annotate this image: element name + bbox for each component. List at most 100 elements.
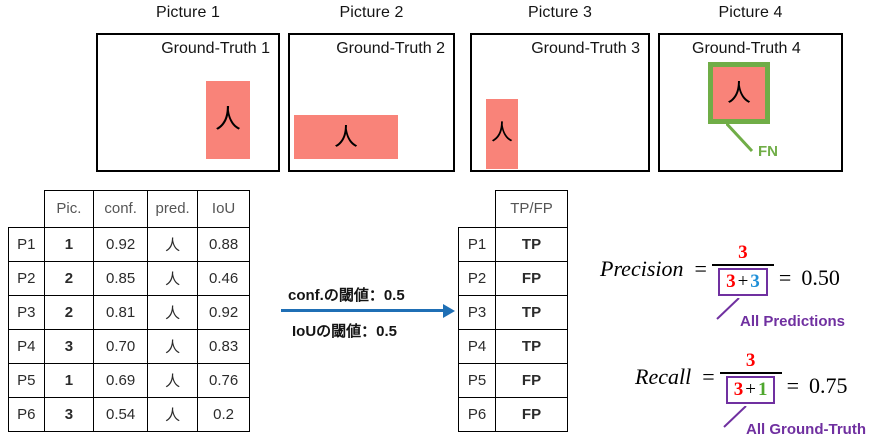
recall-equals: = [702,364,715,390]
picture-panel-3: Ground-Truth 3 人 [470,33,650,172]
recall-label: Recall [635,364,692,390]
cell-pred: 人 [147,328,199,364]
precision-den-right: 3 [750,270,760,292]
precision-den-left: 3 [726,270,736,292]
fn-leader-line-svg [724,121,754,153]
person-glyph: 人 [490,121,513,146]
cell-pic: 1 [43,226,95,262]
recall-formula: Recall = 3 3+1 = 0.75 [635,351,848,404]
table-row: P6 FP [458,396,568,432]
cell-pred: 人 [147,396,199,432]
cell-pic: 2 [43,294,95,330]
cell-pic: 3 [43,396,95,432]
recall-annotation-line [722,405,748,428]
table-row: P6 3 0.54 人 0.2 [8,396,250,432]
table-row: P1 TP [458,226,568,262]
picture-title-4: Picture 4 [718,4,783,21]
precision-label: Precision [600,256,684,282]
recall-result: 0.75 [809,373,848,398]
recall-den-left: 3 [733,378,744,400]
precision-annotation-line [715,297,741,320]
ground-truth-label-1: Ground-Truth 1 [161,40,270,57]
recall-denominator: 3+1 [725,375,776,404]
row-label: P2 [8,260,45,296]
cell-conf: 0.70 [93,328,149,364]
cell-pic: 1 [43,362,95,398]
table-header-iou: IoU [197,190,250,228]
ground-truth-outline-4 [708,62,770,124]
cell-result: TP [495,328,568,364]
precision-annotation: All Predictions [740,313,846,330]
precision-fraction: 3 3+3 [711,242,774,296]
row-label: P1 [458,226,496,262]
precision-numerator: 3 [738,242,748,263]
precision-equals: = [694,256,707,282]
ground-truth-label-2: Ground-Truth 2 [336,40,445,57]
table-row: P5 1 0.69 人 0.76 [8,362,250,398]
precision-annotation-line-svg [716,297,740,320]
cell-pic: 3 [43,328,95,364]
conf-threshold-text: conf.の閾値：0.5 [288,287,405,304]
row-label: P5 [8,362,45,398]
table-header-row: TP/FP [459,190,568,228]
cell-iou: 0.46 [197,260,250,296]
cell-result: FP [495,362,568,398]
recall-den-plus: + [745,378,756,400]
picture-title-3: Picture 3 [527,4,593,21]
table-header-tpfp: TP/FP [495,190,568,228]
cell-result: TP [495,294,568,330]
precision-denominator: 3+3 [718,267,768,296]
recall-fraction-bar [719,371,782,374]
iou-threshold-text: IoUの閾値：0.5 [292,323,398,340]
row-label: P6 [458,396,496,432]
ground-truth-box-2: 人 [294,115,398,159]
table-corner-cell [459,191,496,228]
table-header-pic: Pic. [43,190,95,228]
table-header-conf: conf. [93,190,149,228]
picture-panel-1: Ground-Truth 1 人 [96,33,280,172]
cell-result: FP [495,396,568,432]
transform-arrow-head [443,304,455,318]
picture-title-1: Picture 1 [155,4,221,21]
cell-conf: 0.92 [93,226,149,262]
table-row: P2 FP [458,260,568,296]
table-row: P5 FP [458,362,568,398]
row-label: P4 [8,328,45,364]
cell-pred: 人 [147,260,199,296]
person-glyph: 人 [214,105,241,135]
precision-den-plus: + [737,270,749,292]
cell-pred: 人 [147,226,199,262]
row-label: P2 [458,260,496,296]
ground-truth-box-1: 人 [206,81,250,159]
precision-equals-2: = [778,265,792,290]
precision-result: 0.50 [801,265,840,290]
cell-iou: 0.88 [197,226,250,262]
table-header-row: Pic. conf. pred. IoU [9,190,250,228]
cell-iou: 0.76 [197,362,250,398]
row-label: P6 [8,396,45,432]
cell-pred: 人 [147,294,199,330]
recall-numerator: 3 [745,350,756,371]
row-label: P4 [458,328,496,364]
picture-title-2: Picture 2 [339,4,404,21]
cell-conf: 0.54 [93,396,149,432]
prediction-table: Pic. conf. pred. IoU P1 1 0.92 人 0.88 P2… [8,190,250,432]
recall-den-right: 1 [757,378,768,400]
table-header-pred: pred. [147,190,199,228]
table-row: P1 1 0.92 人 0.88 [8,226,250,262]
cell-pred: 人 [147,362,199,398]
recall-annotation-line-svg [723,405,747,428]
cell-iou: 0.83 [197,328,250,364]
cell-iou: 0.92 [197,294,250,330]
recall-fraction: 3 3+1 [719,350,782,404]
transform-arrow-line [281,309,444,312]
table-row: P3 TP [458,294,568,330]
row-label: P3 [458,294,496,330]
fn-label: FN [758,143,778,160]
ground-truth-box-4: 人 [713,67,765,119]
fn-leader-line [724,121,756,153]
row-label: P5 [458,362,496,398]
cell-iou: 0.2 [197,396,250,432]
row-label: P1 [8,226,45,262]
table-corner-cell [9,191,45,228]
